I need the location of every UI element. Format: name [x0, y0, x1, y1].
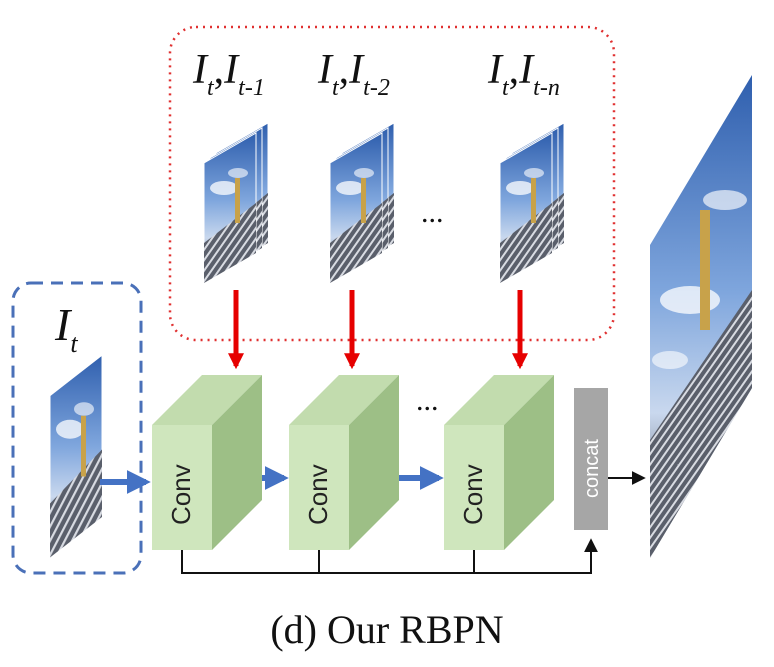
neighbor-label-3: It,It-n	[487, 47, 560, 101]
concat-label: concat	[581, 439, 603, 498]
conv-block-2: Conv	[289, 375, 399, 550]
neighbor-frames-3	[499, 122, 565, 284]
target-frame-image	[49, 354, 103, 559]
conv-label-1: Conv	[166, 464, 196, 525]
figure-caption: (d) Our RBPN	[270, 607, 503, 652]
conv-label-3: Conv	[458, 464, 488, 525]
target-frame-box	[11, 281, 143, 575]
conv-label-2: Conv	[303, 464, 333, 525]
skip-connection-line	[181, 538, 598, 574]
output-image	[650, 75, 752, 558]
neighbor-frames-2	[329, 122, 395, 284]
conv-ellipsis: ...	[416, 384, 439, 417]
conv-block-3: Conv	[444, 375, 554, 550]
neighbor-ellipsis: ...	[421, 196, 444, 229]
neighbor-frames-1	[203, 122, 269, 284]
target-label: It	[54, 299, 78, 358]
neighbor-label-2: It,It-2	[317, 47, 390, 101]
conv-block-1: Conv	[152, 375, 262, 550]
concat-box	[574, 388, 608, 530]
neighbor-frames-box	[168, 25, 616, 342]
neighbor-label-1: It,It-1	[192, 47, 265, 101]
